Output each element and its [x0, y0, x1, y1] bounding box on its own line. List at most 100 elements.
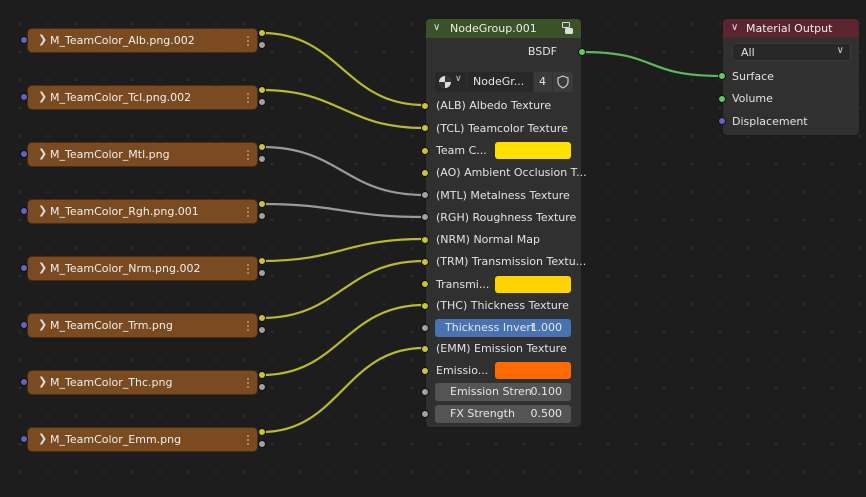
input-emission-label: Emissio... — [436, 364, 489, 377]
surface-input-socket[interactable] — [718, 72, 726, 80]
chevron-right-icon[interactable]: ❯ — [38, 375, 48, 388]
thickness-texture-input-socket[interactable] — [421, 302, 429, 310]
volume-input-socket[interactable] — [718, 95, 726, 103]
color-output-socket[interactable] — [258, 29, 266, 37]
drag-handle-icon[interactable] — [246, 320, 250, 332]
node-group-icon — [439, 76, 451, 88]
color-output-socket[interactable] — [258, 257, 266, 265]
image-node-nrm[interactable]: ❯ M_TeamColor_Nrm.png.002 — [27, 256, 258, 281]
emission-color-swatch[interactable] — [495, 362, 571, 379]
image-node-rgh[interactable]: ❯ M_TeamColor_Rgh.png.001 — [27, 199, 258, 224]
transmission-color-swatch[interactable] — [495, 276, 571, 293]
image-node-trm[interactable]: ❯ M_TeamColor_Trm.png — [27, 313, 258, 338]
emission-strength-field[interactable]: Emission Stren 0.100 — [435, 383, 571, 401]
color-output-socket[interactable] — [258, 314, 266, 322]
transmission-input-socket[interactable] — [421, 280, 429, 288]
input-normal-label: (NRM) Normal Map — [436, 233, 540, 246]
node-tree-icon[interactable] — [562, 22, 573, 34]
fx-strength-field[interactable]: FX Strength 0.500 — [435, 405, 571, 423]
transmission-texture-input-socket[interactable] — [421, 258, 429, 266]
input-thickness-texture-label: (THC) Thickness Texture — [436, 299, 569, 312]
alpha-output-socket[interactable] — [258, 269, 266, 277]
chevron-right-icon[interactable]: ❯ — [38, 90, 48, 103]
chevron-down-icon[interactable]: ∨ — [731, 22, 739, 33]
target-select[interactable]: All ∨ — [732, 43, 851, 61]
emission-texture-input-socket[interactable] — [421, 345, 429, 353]
chevron-right-icon[interactable]: ❯ — [38, 261, 48, 274]
bsdf-output-socket[interactable] — [578, 48, 586, 56]
roughness-input-socket[interactable] — [421, 213, 429, 221]
drag-handle-icon[interactable] — [246, 92, 250, 104]
normal-input-socket[interactable] — [421, 236, 429, 244]
vector-input-socket[interactable] — [20, 435, 28, 443]
drag-handle-icon[interactable] — [246, 377, 250, 389]
input-team-color-label: Team C... — [436, 144, 487, 157]
input-emission-texture-label: (EMM) Emission Texture — [436, 342, 567, 355]
vector-input-socket[interactable] — [20, 321, 28, 329]
datablock-browse-button[interactable]: ∨ — [435, 72, 466, 92]
alpha-output-socket[interactable] — [258, 155, 266, 163]
color-output-socket[interactable] — [258, 200, 266, 208]
fake-user-button[interactable] — [553, 72, 573, 92]
alpha-output-socket[interactable] — [258, 41, 266, 49]
alpha-output-socket[interactable] — [258, 98, 266, 106]
chevron-down-icon[interactable]: ∨ — [433, 22, 441, 33]
albedo-input-socket[interactable] — [421, 102, 429, 110]
material-output-header[interactable]: ∨ Material Output — [723, 19, 859, 38]
emission-input-socket[interactable] — [421, 367, 429, 375]
input-teamcolor-label: (TCL) Teamcolor Texture — [436, 122, 568, 135]
fx-strength-input-socket[interactable] — [421, 410, 429, 418]
vector-input-socket[interactable] — [20, 36, 28, 44]
vector-input-socket[interactable] — [20, 150, 28, 158]
user-count-button[interactable]: 4 — [534, 72, 552, 92]
vector-input-socket[interactable] — [20, 93, 28, 101]
node-group-header[interactable]: ∨ NodeGroup.001 — [426, 19, 581, 38]
drag-handle-icon[interactable] — [246, 206, 250, 218]
node-group-node[interactable]: ∨ NodeGroup.001 BSDF ∨ NodeGr... 4 — [425, 18, 587, 428]
chevron-right-icon[interactable]: ❯ — [38, 147, 48, 160]
color-output-socket[interactable] — [258, 143, 266, 151]
image-node-mtl[interactable]: ❯ M_TeamColor_Mtl.png — [27, 142, 258, 167]
thickness-invert-field[interactable]: Thickness Invert 1.000 — [435, 319, 571, 337]
material-output-node[interactable]: ∨ Material Output All ∨ Surface Volume D… — [722, 18, 860, 136]
surface-label: Surface — [732, 70, 774, 83]
color-output-socket[interactable] — [258, 86, 266, 94]
link-mtl — [261, 145, 425, 197]
chevron-right-icon[interactable]: ❯ — [38, 318, 48, 331]
chevron-right-icon[interactable]: ❯ — [38, 204, 48, 217]
node-group-datablock[interactable]: ∨ NodeGr... 4 — [435, 72, 573, 92]
drag-handle-icon[interactable] — [246, 149, 250, 161]
vector-input-socket[interactable] — [20, 264, 28, 272]
image-node-emm[interactable]: ❯ M_TeamColor_Emm.png — [27, 427, 258, 452]
chevron-down-icon: ∨ — [836, 45, 844, 56]
metalness-input-socket[interactable] — [421, 191, 429, 199]
vector-input-socket[interactable] — [20, 378, 28, 386]
color-output-socket[interactable] — [258, 371, 266, 379]
datablock-name: NodeGr... — [473, 75, 525, 88]
team-color-swatch[interactable] — [495, 142, 571, 159]
image-node-tcl[interactable]: ❯ M_TeamColor_Tcl.png.002 — [27, 85, 258, 110]
thickness-invert-input-socket[interactable] — [421, 324, 429, 332]
chevron-right-icon[interactable]: ❯ — [38, 432, 48, 445]
alpha-output-socket[interactable] — [258, 383, 266, 391]
drag-handle-icon[interactable] — [246, 35, 250, 47]
displacement-label: Displacement — [732, 115, 808, 128]
alpha-output-socket[interactable] — [258, 326, 266, 334]
drag-handle-icon[interactable] — [246, 263, 250, 275]
volume-label: Volume — [732, 92, 773, 105]
image-node-alb[interactable]: ❯ M_TeamColor_Alb.png.002 — [27, 28, 258, 53]
link-thc — [261, 303, 425, 377]
color-output-socket[interactable] — [258, 428, 266, 436]
alpha-output-socket[interactable] — [258, 212, 266, 220]
team-color-input-socket[interactable] — [421, 147, 429, 155]
image-node-thc[interactable]: ❯ M_TeamColor_Thc.png — [27, 370, 258, 395]
emission-strength-input-socket[interactable] — [421, 388, 429, 396]
datablock-name-field[interactable]: NodeGr... — [467, 72, 533, 92]
displacement-input-socket[interactable] — [718, 117, 726, 125]
alpha-output-socket[interactable] — [258, 440, 266, 448]
teamcolor-input-socket[interactable] — [421, 124, 429, 132]
vector-input-socket[interactable] — [20, 207, 28, 215]
ao-input-socket[interactable] — [421, 169, 429, 177]
drag-handle-icon[interactable] — [246, 434, 250, 446]
chevron-right-icon[interactable]: ❯ — [38, 33, 48, 46]
